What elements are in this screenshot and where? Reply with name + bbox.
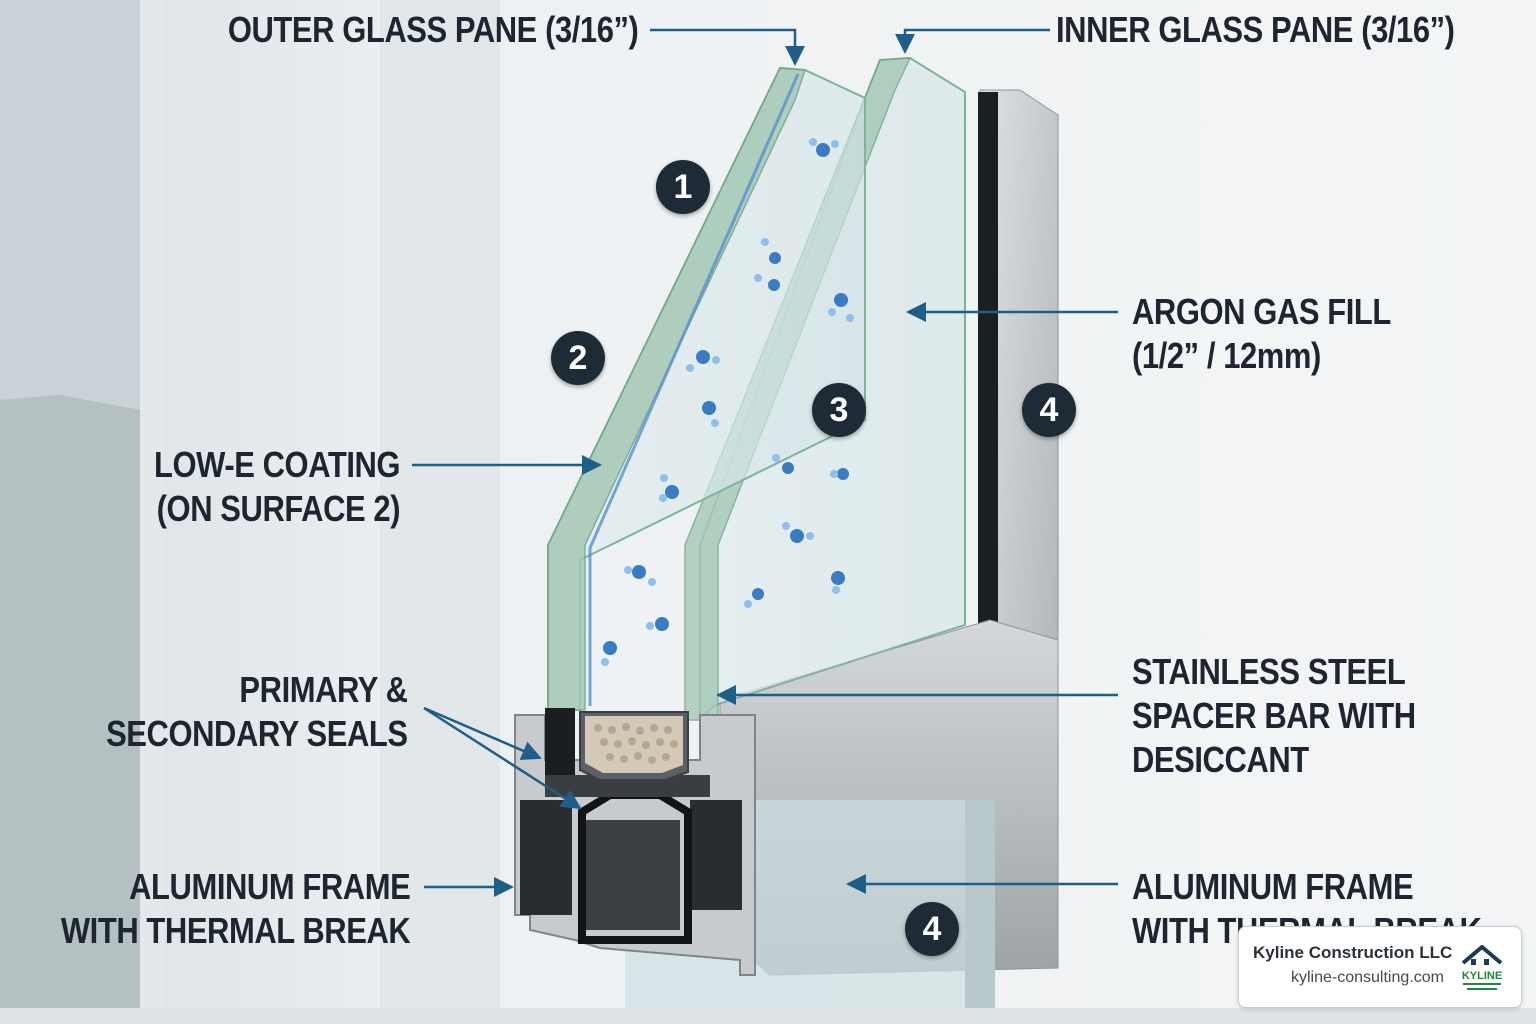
inner-glass-pane-text: INNER GLASS PANE (3/16”) bbox=[1056, 9, 1455, 50]
argon-gas-size: (1/2” / 12mm) bbox=[1132, 335, 1321, 376]
seals-label: PRIMARY & SECONDARY SEALS bbox=[106, 668, 409, 756]
badge-3: 3 bbox=[812, 383, 866, 437]
frame-chamber-right bbox=[690, 800, 742, 910]
frame-right-line-1: ALUMINUM FRAME bbox=[1132, 866, 1414, 907]
lower-sash-edge bbox=[965, 800, 995, 1008]
frame-left-line-1: ALUMINUM FRAME bbox=[128, 866, 411, 907]
frame-center-chamber bbox=[585, 820, 680, 930]
leader-secondary-seal bbox=[423, 706, 582, 810]
spacer-line-1: STAINLESS STEEL bbox=[1132, 651, 1406, 692]
aluminum-frame-label-left: ALUMINUM FRAME WITH THERMAL BREAK bbox=[60, 865, 411, 953]
background-wall-column bbox=[380, 0, 500, 1024]
seals-line-2: SECONDARY SEALS bbox=[106, 713, 409, 754]
background-landscape bbox=[0, 395, 140, 1024]
brand-url: kyline-consulting.com bbox=[1291, 969, 1444, 986]
outer-glass-pane-text: OUTER GLASS PANE (3/16”) bbox=[227, 9, 638, 50]
leader-lines bbox=[412, 28, 1118, 897]
desiccant-beads bbox=[594, 723, 678, 764]
primary-seal bbox=[545, 708, 575, 788]
floor-strip bbox=[0, 1008, 1536, 1024]
outer-glass-pane-edge bbox=[547, 67, 807, 711]
secondary-seal bbox=[545, 775, 710, 797]
leader-primary-seal bbox=[423, 706, 542, 761]
argon-gas-title: ARGON GAS FILL bbox=[1132, 291, 1391, 332]
badge-4-frame-side: 4 bbox=[1022, 383, 1076, 437]
low-e-coating-label: LOW-E COATING (ON SURFACE 2) bbox=[154, 443, 400, 531]
badge-2: 2 bbox=[551, 331, 605, 385]
frame-inner-seal-strip bbox=[978, 92, 998, 632]
leader-outer-pane bbox=[650, 28, 805, 66]
brand-logo-text: KYLINE bbox=[1462, 970, 1502, 982]
brand-logo-house-icon: KYLINE bbox=[1461, 945, 1503, 990]
background-window-mullion bbox=[140, 0, 164, 1024]
low-e-coating-layer bbox=[588, 73, 800, 706]
badge-4-frame-bottom: 4 bbox=[905, 902, 959, 956]
low-e-coating-title: LOW-E COATING bbox=[153, 444, 400, 485]
inner-glass-pane-edge bbox=[684, 57, 912, 721]
outer-glass-pane-label: OUTER GLASS PANE (3/16”) bbox=[227, 8, 638, 52]
spacer-line-3: DESICCANT bbox=[1132, 739, 1309, 780]
argon-gas-label: ARGON GAS FILL (1/2” / 12mm) bbox=[1132, 290, 1391, 378]
frame-left-line-2: WITH THERMAL BREAK bbox=[60, 910, 411, 951]
seals-line-1: PRIMARY & bbox=[239, 669, 409, 710]
brand-name: Kyline Construction LLC bbox=[1253, 943, 1453, 962]
spacer-bar-label: STAINLESS STEEL SPACER BAR WITH DESICCAN… bbox=[1132, 650, 1416, 782]
low-e-coating-surface: (ON SURFACE 2) bbox=[156, 488, 401, 529]
badge-1: 1 bbox=[656, 160, 710, 214]
brand-watermark: Kyline Construction LLC kyline-consultin… bbox=[1238, 926, 1522, 1008]
spacer-line-2: SPACER BAR WITH bbox=[1132, 695, 1416, 736]
leader-inner-pane bbox=[895, 28, 1050, 54]
argon-molecules bbox=[601, 138, 854, 666]
frame-chamber-left bbox=[520, 800, 572, 915]
inner-glass-pane-label: INNER GLASS PANE (3/16”) bbox=[1056, 8, 1455, 52]
